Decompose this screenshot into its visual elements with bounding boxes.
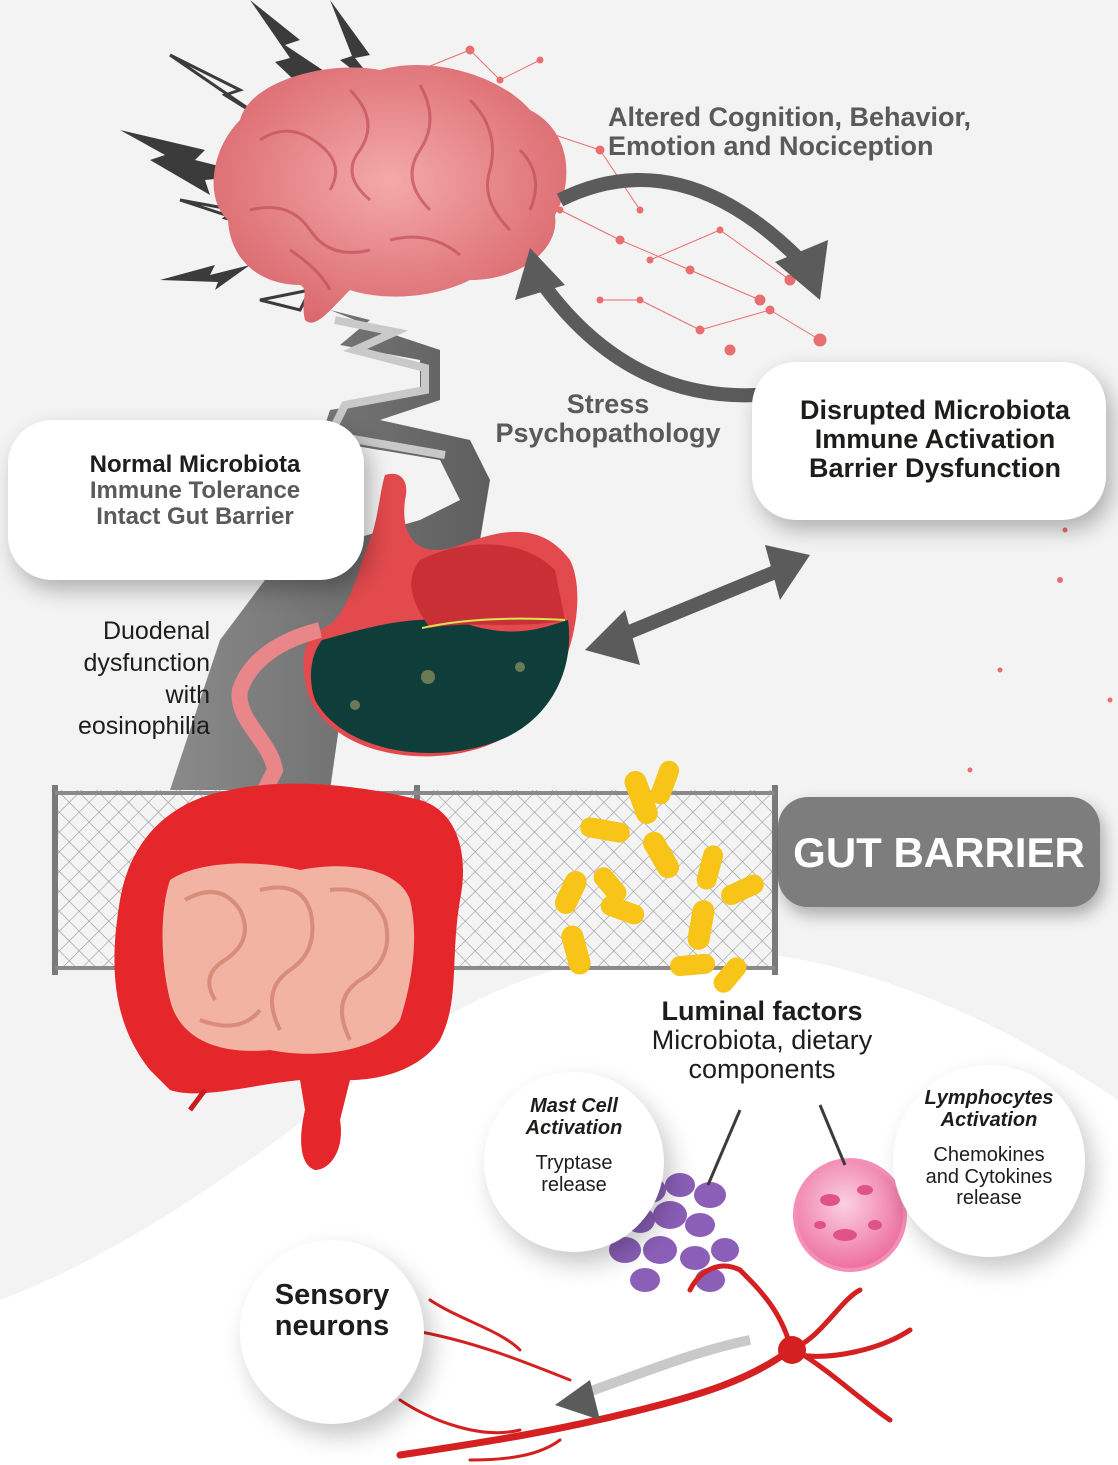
lymphocyte-cell xyxy=(795,1160,905,1270)
disrupted-line1: Disrupted Microbiota xyxy=(770,396,1100,425)
lymphocytes-text: Lymphocytes Activation Chemokines and Cy… xyxy=(898,1088,1080,1210)
small-intestine-illustration xyxy=(163,863,415,1053)
lymphocytes-title2: Activation xyxy=(898,1110,1080,1132)
luminal-factors-text: Luminal factors Microbiota, dietary comp… xyxy=(612,997,912,1084)
normal-line3: Intact Gut Barrier xyxy=(40,504,350,530)
stress-label: Stress Psychopathology xyxy=(478,390,738,448)
altered-cognition-label: Altered Cognition, Behavior, Emotion and… xyxy=(608,103,971,161)
mast-cell-body1: Tryptase xyxy=(490,1153,658,1175)
mast-cell-title1: Mast Cell xyxy=(490,1096,658,1118)
disrupted-microbiota-text: Disrupted Microbiota Immune Activation B… xyxy=(770,396,1100,483)
disrupted-line3: Barrier Dysfunction xyxy=(770,454,1100,483)
lymphocytes-title1: Lymphocytes xyxy=(898,1088,1080,1110)
neuron-soma xyxy=(778,1336,806,1364)
luminal-line1: Microbiota, dietary xyxy=(612,1026,912,1055)
altered-cognition-line1: Altered Cognition, Behavior, xyxy=(608,103,971,132)
stress-line1: Stress xyxy=(478,390,738,419)
duodenal-line1: Duodenal xyxy=(70,616,210,648)
lymphocytes-body2: and Cytokines xyxy=(898,1167,1080,1189)
normal-microbiota-text: Normal Microbiota Immune Tolerance Intac… xyxy=(40,452,350,530)
luminal-title: Luminal factors xyxy=(612,997,912,1026)
gut-barrier-label: GUT BARRIER xyxy=(778,830,1100,875)
lymphocytes-body1: Chemokines xyxy=(898,1145,1080,1167)
mast-cell-body2: release xyxy=(490,1175,658,1197)
disrupted-line2: Immune Activation xyxy=(770,425,1100,454)
duodenal-line4: eosinophilia xyxy=(70,711,210,743)
sensory-line1: Sensory xyxy=(240,1280,424,1311)
lymphocytes-body3: release xyxy=(898,1188,1080,1210)
duodenal-label: Duodenal dysfunction with eosinophilia xyxy=(70,616,210,743)
duodenal-line2: dysfunction xyxy=(70,648,210,680)
stress-line2: Psychopathology xyxy=(478,419,738,448)
mast-cell-title2: Activation xyxy=(490,1118,658,1140)
mast-cell-text: Mast Cell Activation Tryptase release xyxy=(490,1096,658,1196)
sensory-line2: neurons xyxy=(240,1311,424,1342)
altered-cognition-line2: Emotion and Nociception xyxy=(608,132,971,161)
duodenal-line3: with xyxy=(70,680,210,712)
normal-line1: Normal Microbiota xyxy=(40,452,350,478)
sensory-neurons-text: Sensory neurons xyxy=(240,1280,424,1343)
normal-line2: Immune Tolerance xyxy=(40,478,350,504)
luminal-line2: components xyxy=(612,1055,912,1084)
